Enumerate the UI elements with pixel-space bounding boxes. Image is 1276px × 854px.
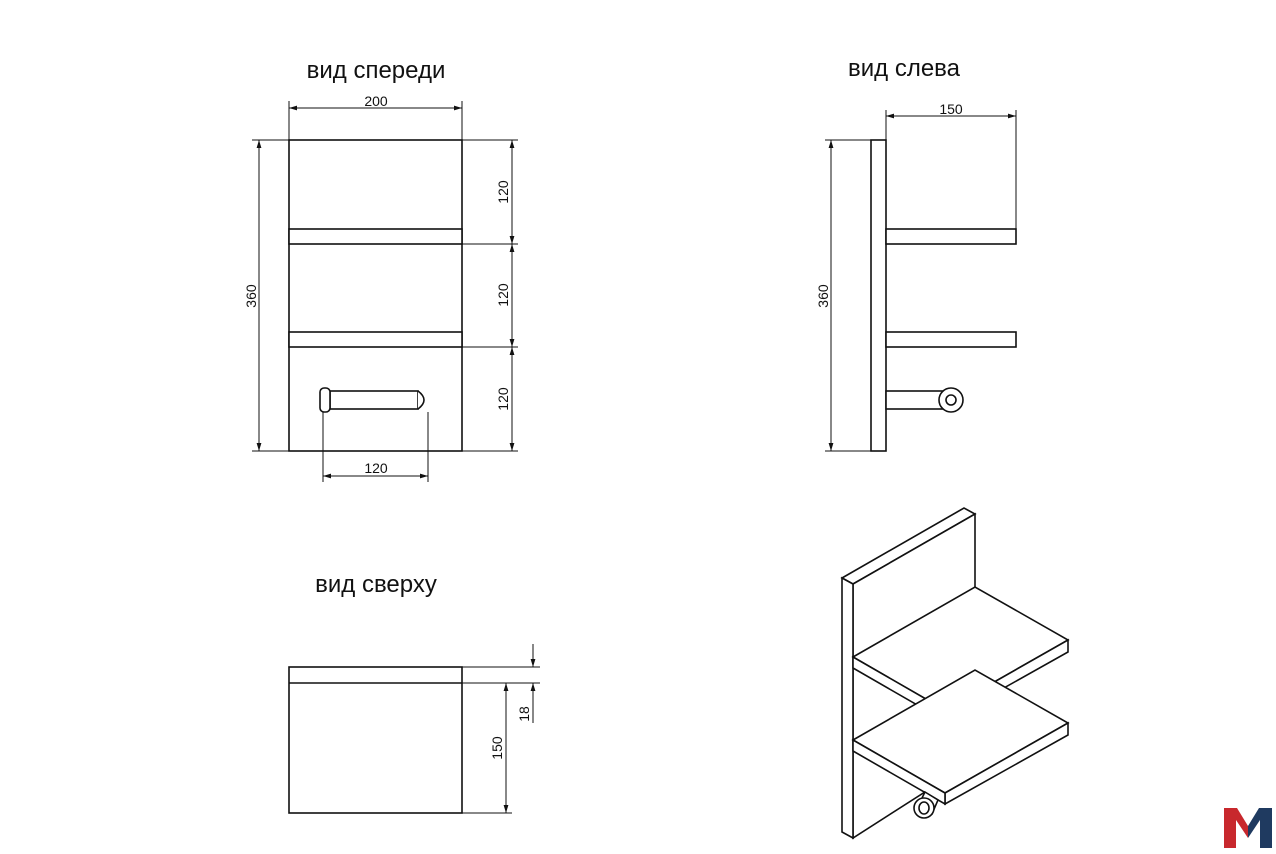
front-height-label: 360 (243, 284, 259, 308)
top-outline (288, 666, 463, 814)
top-view-title: вид сверху (315, 571, 437, 598)
logo-right-stroke (1248, 808, 1272, 848)
front-rod (319, 387, 425, 413)
left-shelf-2 (885, 331, 1017, 348)
iso-panel-side (841, 576, 854, 840)
front-width-label: 200 (364, 93, 388, 109)
top-depth-label: 150 (489, 736, 505, 760)
front-section-dimensions: 120 120 120 (462, 139, 518, 452)
iso-rod (913, 790, 940, 819)
left-depth-dimension: 150 (885, 101, 1017, 229)
front-rod-dimension: 120 (322, 412, 429, 482)
logo-letter: M (1248, 849, 1249, 851)
left-view: вид слева 150 360 (815, 55, 1017, 452)
isometric-view (840, 507, 1070, 840)
iso-shelf-2 (851, 669, 1070, 806)
left-rod (885, 387, 964, 413)
top-depth-dimension: 150 (462, 683, 512, 814)
front-width-dimension: 200 (288, 93, 463, 140)
top-thickness-label: 18 (516, 706, 532, 722)
front-section-label-3: 120 (495, 387, 511, 411)
front-view: вид спереди 200 360 (243, 57, 518, 482)
front-shelf-2 (288, 331, 463, 348)
left-height-label: 360 (815, 284, 831, 308)
front-view-title: вид спереди (307, 57, 446, 84)
logo-left-stroke (1224, 808, 1248, 848)
brand-logo: M (1224, 808, 1272, 851)
front-shelf-1 (288, 228, 463, 245)
front-section-label-1: 120 (495, 180, 511, 204)
top-thickness-dimension: 18 (462, 644, 540, 723)
left-view-title: вид слева (848, 55, 961, 82)
left-shelf-1 (885, 228, 1017, 245)
front-height-dimension: 360 (243, 139, 289, 452)
left-depth-label: 150 (939, 101, 963, 117)
top-view: вид сверху 18 150 (288, 571, 540, 814)
left-height-dimension: 360 (815, 139, 871, 452)
front-section-label-2: 120 (495, 283, 511, 307)
left-back-panel (870, 139, 887, 452)
front-rod-label: 120 (364, 460, 388, 476)
